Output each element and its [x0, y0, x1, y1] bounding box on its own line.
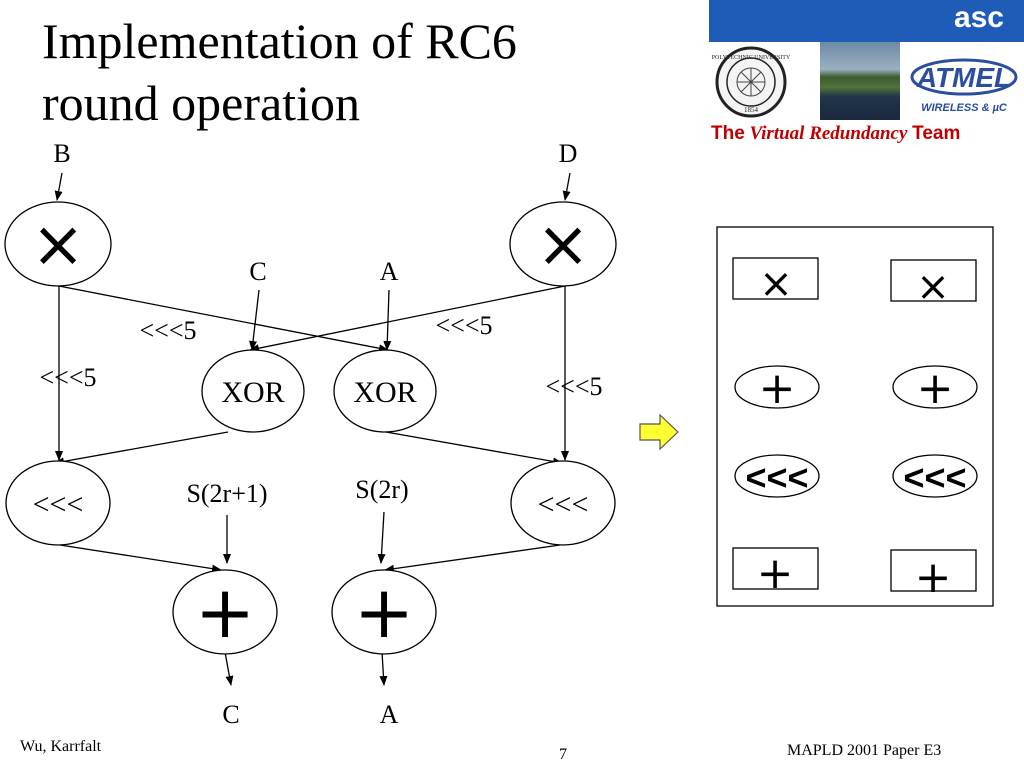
add-node-left: [172, 569, 278, 655]
resource-add-right: +: [917, 363, 954, 414]
campus-photo-logo: [820, 42, 900, 120]
university-seal-logo: POLYTECHNIC UNIVERSITY 1854: [712, 46, 791, 118]
add-symbol-right: +: [354, 570, 414, 654]
input-label-a: A: [380, 257, 399, 286]
edge-label-rot5-cross-left: <<<5: [140, 316, 197, 345]
output-label-a: A: [380, 700, 399, 729]
input-label-d: D: [559, 139, 578, 168]
atmel-logo: ATMEL WIRELESS & µC: [910, 58, 1018, 114]
team-virtual-redundancy: Virtual Redundancy: [749, 123, 908, 144]
title-line-2: round operation: [42, 75, 360, 131]
team-the: The: [711, 123, 745, 144]
edge-add-left-to-c: [224, 651, 234, 686]
title-line-1: Implementation of RC6: [42, 13, 517, 69]
input-label-c: C: [249, 257, 266, 286]
xor-label-left: XOR: [221, 376, 284, 409]
rot-node-left: [5, 460, 111, 546]
rot-label-right: <<<: [538, 488, 589, 521]
key-label-s-odd: S(2r+1): [186, 479, 267, 508]
resource-add-left-frame: [734, 365, 820, 409]
edge-mult-right-to-xor-left: [249, 285, 566, 353]
edge-s-even-to-add: [377, 511, 386, 564]
edge-b-to-mult: [54, 172, 63, 201]
add-node-right: [331, 569, 437, 655]
resource-add-left: +: [759, 363, 796, 414]
input-label-b: B: [53, 139, 70, 168]
mult-node-left: [4, 201, 112, 287]
resource-add2-right-frame: [890, 549, 977, 592]
svg-text:1854: 1854: [744, 106, 759, 114]
xor-node-right: [333, 349, 437, 433]
resource-mult-right: ×: [916, 264, 950, 310]
resource-add2-right: +: [915, 552, 952, 603]
edge-c-to-xor: [249, 289, 260, 351]
rot-node-right: [510, 460, 616, 546]
resource-add-right-frame: [892, 365, 978, 409]
brand-bar: asc: [709, 0, 1024, 42]
svg-text:ATMEL: ATMEL: [916, 62, 1011, 93]
resource-rot-left-frame: [734, 454, 820, 498]
edge-add-right-to-a: [379, 651, 388, 686]
edge-xor-right-to-rot: [385, 431, 563, 466]
edge-rot-left-to-add: [59, 544, 222, 573]
resource-mult-left-frame: [732, 257, 819, 300]
xor-node-left: [201, 349, 305, 433]
resource-mult-left: ×: [759, 261, 793, 307]
mult-symbol-left: ×: [31, 208, 85, 282]
right-arrow-icon: [639, 413, 679, 451]
resource-rot-right: <<<: [903, 457, 966, 498]
footer-authors: Wu, Karrfalt: [20, 738, 102, 755]
page-title: Implementation of RC6 round operation: [42, 10, 682, 134]
footer-page-number: 7: [559, 746, 567, 763]
brand-text: asc: [953, 1, 1004, 34]
mult-symbol-right: ×: [536, 208, 590, 282]
edge-label-rot5-right: <<<5: [546, 372, 603, 401]
resource-add2-left: +: [757, 548, 794, 599]
edge-rot-right-to-add: [384, 544, 561, 573]
edge-a-to-xor: [383, 289, 392, 351]
edge-mult-left-to-xor-right: [58, 285, 389, 353]
add-symbol-left: +: [195, 570, 255, 654]
resource-rot-right-frame: [892, 454, 978, 498]
resource-add2-left-frame: [732, 547, 819, 590]
resource-mult-right-frame: [890, 259, 977, 302]
team-line: The Virtual Redundancy Team: [711, 122, 1019, 146]
output-label-c: C: [222, 700, 239, 729]
key-label-s-even: S(2r): [355, 475, 408, 504]
edge-xor-left-to-rot: [54, 431, 229, 466]
mult-node-right: [509, 201, 617, 287]
edge-d-to-mult: [562, 172, 571, 201]
rot-label-left: <<<: [33, 488, 84, 521]
svg-text:WIRELESS & µC: WIRELESS & µC: [921, 102, 1008, 114]
edge-label-rot5-left: <<<5: [40, 363, 97, 392]
footer-paper-id: MAPLD 2001 Paper E3: [787, 742, 942, 759]
team-word: Team: [912, 123, 961, 144]
edge-label-rot5-cross-right: <<<5: [436, 311, 493, 340]
resource-rot-left: <<<: [745, 457, 808, 498]
svg-text:POLYTECHNIC UNIVERSITY: POLYTECHNIC UNIVERSITY: [712, 55, 791, 61]
xor-label-right: XOR: [353, 376, 416, 409]
